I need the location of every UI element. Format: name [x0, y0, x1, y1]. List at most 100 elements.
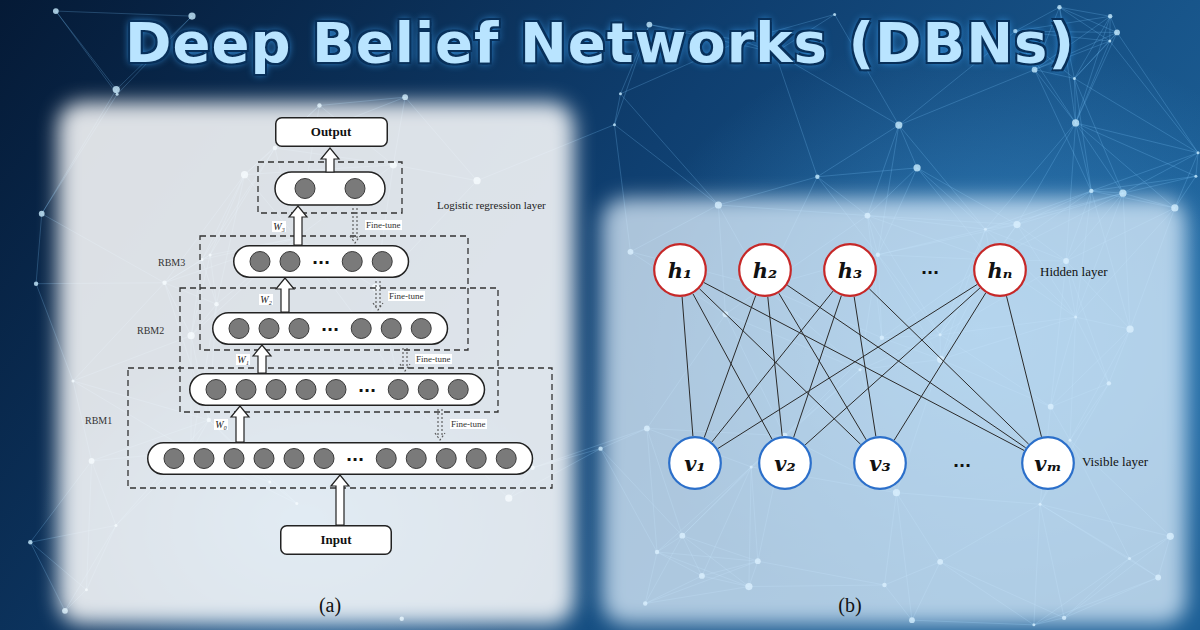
network-dot	[28, 540, 32, 544]
connection-line	[718, 284, 977, 448]
connection-line	[704, 295, 756, 437]
unit-outline	[854, 437, 906, 489]
layer-pill: ...	[189, 373, 485, 406]
neuron	[259, 319, 279, 339]
network-line	[1117, 32, 1198, 152]
network-line	[1035, 70, 1076, 123]
network-dot	[1114, 30, 1120, 36]
neuron	[229, 319, 249, 339]
box-outline	[275, 118, 387, 147]
fine-tune-label: Fine-tune	[388, 291, 425, 301]
network-line	[1109, 16, 1110, 41]
weight-label: W₁	[236, 354, 250, 365]
visible-unit: v₁	[668, 436, 722, 490]
network-dot	[619, 92, 622, 95]
unit-outline	[824, 244, 876, 296]
rbm-bracket-boxes	[128, 162, 552, 488]
ellipsis: ...	[312, 249, 330, 268]
network-dot	[1108, 14, 1112, 18]
weight-label: W₀	[214, 419, 228, 430]
network-dot	[113, 86, 120, 93]
box-outline	[281, 526, 392, 555]
layer-pill: ...	[212, 312, 448, 345]
panel-label: (b)	[838, 594, 861, 617]
dashed-box	[180, 288, 498, 412]
network-line	[1175, 176, 1196, 208]
connection-line	[805, 288, 980, 445]
unit-outline	[759, 437, 811, 489]
rbm-label: RBM3	[158, 257, 185, 268]
dotted-arrow	[435, 409, 445, 440]
output-box: Output	[275, 117, 388, 147]
network-line	[817, 125, 898, 177]
input-box: Input	[280, 525, 392, 555]
network-texture	[28, 5, 1199, 626]
connection-line	[693, 294, 772, 440]
rbm-label: RBM1	[85, 415, 112, 426]
network-line	[1035, 70, 1092, 191]
neuron	[280, 252, 300, 272]
network-line	[56, 11, 117, 94]
unit-outline	[654, 244, 706, 296]
node-outline	[189, 373, 485, 406]
network-line	[1123, 153, 1198, 193]
connection-line	[699, 289, 860, 445]
panel-label: (a)	[319, 594, 341, 617]
weight-label: W₃	[272, 221, 286, 232]
dotted-arrow	[400, 348, 410, 371]
unit-outline	[974, 244, 1026, 296]
network-dot	[1072, 119, 1079, 126]
network-dot	[39, 211, 45, 217]
layer-caption: Logistic regression layer	[437, 199, 546, 211]
unit-label: v₂	[774, 451, 795, 476]
network-dot	[613, 123, 616, 126]
connection-line	[894, 293, 985, 440]
hidden-unit: h₁	[653, 243, 707, 297]
neuron	[351, 319, 371, 339]
neuron	[314, 449, 334, 469]
unit-outline	[739, 244, 791, 296]
network-line	[614, 125, 718, 205]
neuron	[224, 449, 244, 469]
hidden-unit: h₃	[823, 243, 877, 297]
neuron	[448, 380, 468, 400]
neuron	[250, 252, 270, 272]
dashed-box	[128, 368, 552, 488]
network-line	[1175, 153, 1198, 208]
neuron	[466, 449, 486, 469]
unit-label: h₂	[753, 258, 777, 283]
neuron	[295, 179, 315, 199]
fine-tune-label: Fine-tune	[450, 419, 487, 429]
up-arrow	[289, 206, 307, 245]
layer-label: Hidden layer	[1040, 264, 1108, 280]
connection-line	[794, 296, 842, 438]
neuron	[164, 449, 184, 469]
network-line	[817, 168, 917, 177]
connection-line	[712, 291, 833, 442]
network-line	[36, 214, 42, 284]
layer-pill-outline	[148, 443, 533, 475]
neuron	[289, 319, 309, 339]
panel-backdrop	[58, 102, 574, 624]
neuron	[194, 449, 214, 469]
neuron	[206, 380, 226, 400]
block-arrow	[253, 345, 271, 373]
layer-pill: ...	[233, 245, 409, 278]
neuron	[372, 252, 392, 272]
network-line	[1076, 123, 1196, 176]
network-dot	[1194, 175, 1197, 178]
hidden-unit: h₂	[738, 243, 792, 297]
block-arrow	[331, 475, 349, 525]
box-label: Input	[320, 532, 351, 548]
dashed-box	[200, 236, 468, 350]
visible-unit: vₘ	[1021, 436, 1075, 490]
connection-line	[779, 293, 866, 440]
network-dot	[34, 282, 38, 286]
network-line	[899, 70, 1035, 125]
network-dot	[53, 8, 59, 14]
network-dot	[815, 175, 819, 179]
network-dot	[402, 94, 408, 100]
visible-unit: v₂	[758, 436, 812, 490]
